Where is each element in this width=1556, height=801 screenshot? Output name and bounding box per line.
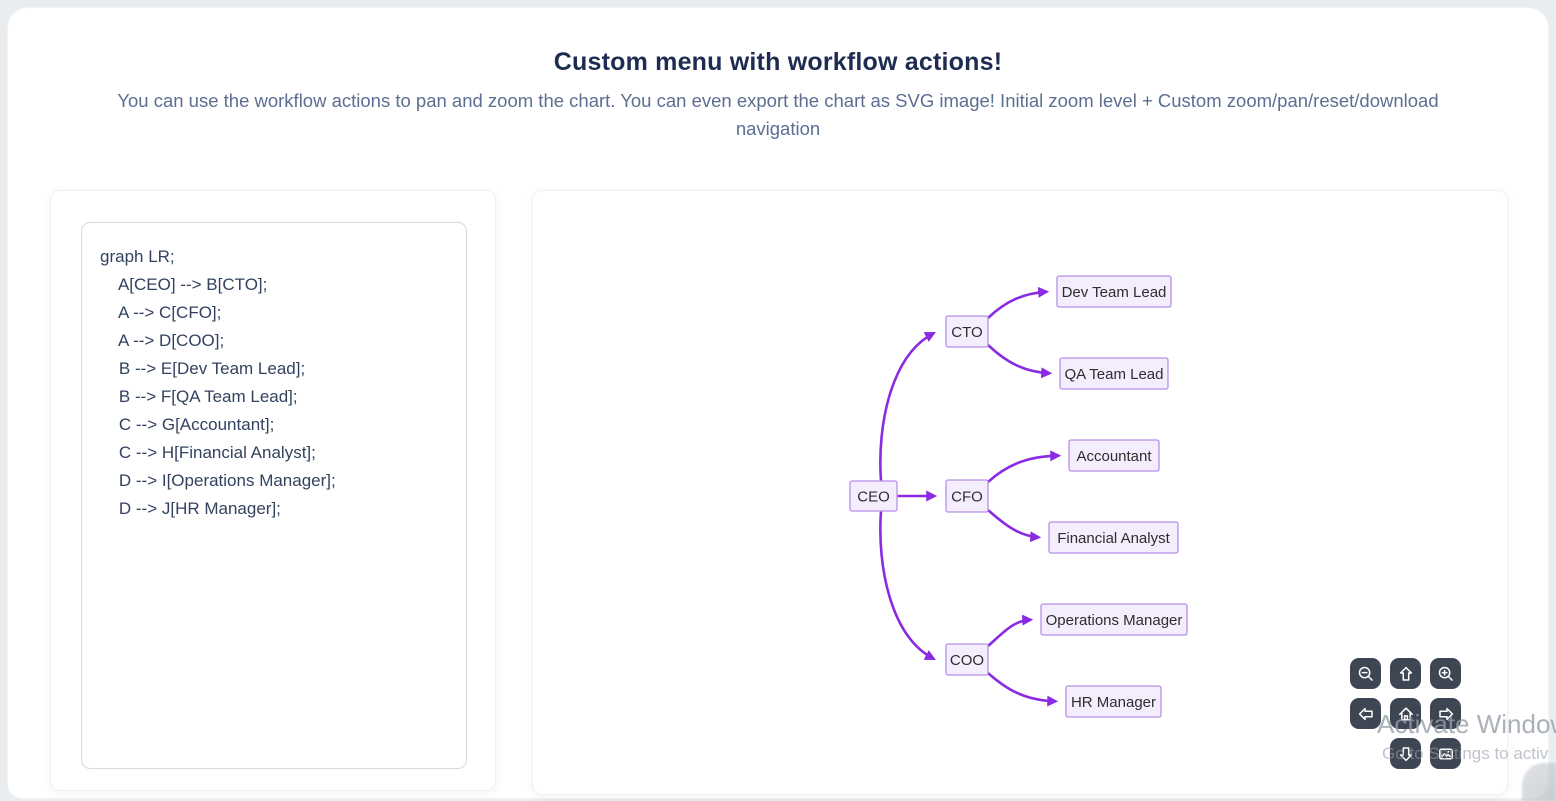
- edge-cfo-financial-analyst: [987, 509, 1042, 543]
- reset-view-button[interactable]: [1390, 698, 1421, 729]
- node-hr-manager-label: HR Manager: [1071, 694, 1156, 711]
- home-icon: [1398, 706, 1413, 721]
- node-qa-team-lead-label: QA Team Lead: [1065, 366, 1164, 383]
- node-financial-analyst-label: Financial Analyst: [1057, 530, 1170, 547]
- pan-down-button[interactable]: [1390, 738, 1421, 769]
- diagram-nodes: CEO CTO CFO COO Dev Team Lead QA Team Le…: [849, 275, 1188, 718]
- edge-cfo-accountant: [987, 450, 1062, 483]
- node-operations-manager: Operations Manager: [1040, 603, 1188, 636]
- node-cfo: CFO: [945, 479, 989, 513]
- node-qa-team-lead: QA Team Lead: [1059, 357, 1169, 390]
- arrow-left-icon: [1358, 707, 1373, 720]
- diagram-panel[interactable]: CEO CTO CFO COO Dev Team Lead QA Team Le…: [532, 190, 1508, 795]
- zoom-out-button[interactable]: [1350, 658, 1381, 689]
- edge-ceo-cto: [879, 331, 936, 482]
- page-title: Custom menu with workflow actions!: [553, 48, 1003, 76]
- node-hr-manager: HR Manager: [1065, 685, 1162, 718]
- node-ceo-label: CEO: [857, 488, 890, 505]
- node-cto: CTO: [945, 315, 989, 348]
- node-coo: COO: [945, 643, 989, 676]
- edge-coo-hr-manager: [987, 672, 1059, 707]
- arrow-up-icon: [1399, 666, 1412, 681]
- node-coo-label: COO: [950, 652, 984, 669]
- node-dev-team-lead-label: Dev Team Lead: [1062, 284, 1167, 301]
- download-image-button[interactable]: [1430, 738, 1461, 769]
- nav-grid-spacer: [1350, 738, 1381, 769]
- node-ceo: CEO: [849, 480, 898, 512]
- node-dev-team-lead: Dev Team Lead: [1056, 275, 1172, 308]
- mermaid-code-input[interactable]: graph LR; A[CEO] --> B[CTO]; A --> C[CFO…: [81, 222, 467, 769]
- node-financial-analyst: Financial Analyst: [1048, 521, 1179, 554]
- edge-ceo-coo: [879, 510, 936, 661]
- node-cto-label: CTO: [951, 324, 982, 341]
- magnifier-plus-icon: [1438, 666, 1453, 681]
- diagram-edges: [879, 286, 1062, 707]
- pan-up-button[interactable]: [1390, 658, 1421, 689]
- edge-cto-dev-team-lead: [987, 286, 1050, 319]
- node-accountant-label: Accountant: [1076, 448, 1152, 465]
- edge-coo-operations-manager: [987, 614, 1034, 647]
- magnifier-minus-icon: [1358, 666, 1373, 681]
- arrow-down-icon: [1399, 746, 1412, 761]
- workflow-controls: [1350, 658, 1461, 769]
- edge-cto-qa-team-lead: [987, 344, 1053, 379]
- code-editor-card: graph LR; A[CEO] --> B[CTO]; A --> C[CFO…: [50, 190, 496, 791]
- pan-left-button[interactable]: [1350, 698, 1381, 729]
- page-subtitle: You can use the workflow actions to pan …: [117, 90, 1439, 139]
- image-icon: [1438, 747, 1453, 760]
- org-chart-svg: CEO CTO CFO COO Dev Team Lead QA Team Le…: [849, 275, 1188, 718]
- node-operations-manager-label: Operations Manager: [1046, 612, 1183, 629]
- node-cfo-label: CFO: [951, 488, 983, 505]
- zoom-in-button[interactable]: [1430, 658, 1461, 689]
- node-accountant: Accountant: [1068, 439, 1160, 472]
- arrow-right-icon: [1438, 707, 1453, 720]
- pan-right-button[interactable]: [1430, 698, 1461, 729]
